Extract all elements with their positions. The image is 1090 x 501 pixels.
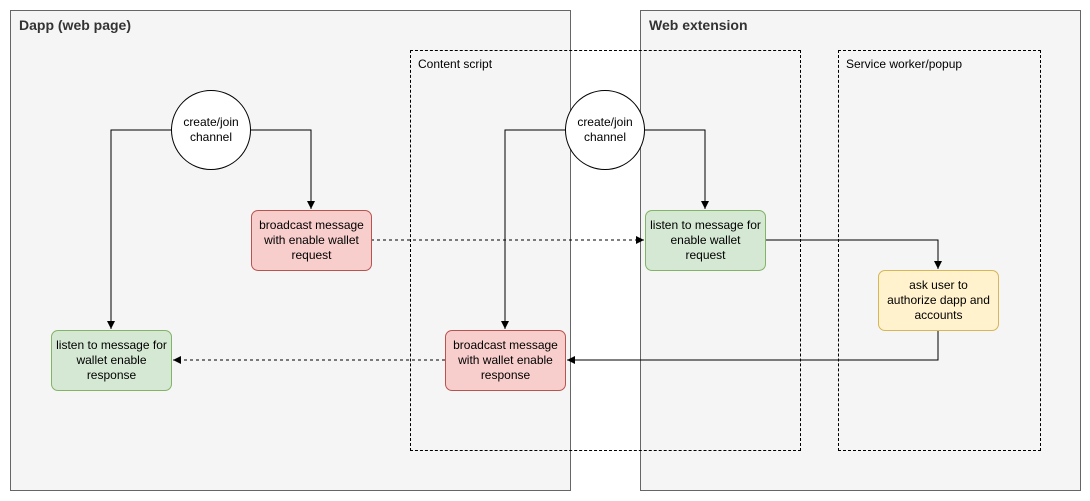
edge-dapp-channel-to-listen — [107, 129, 171, 329]
edge-cs-channel-to-listen — [645, 129, 709, 209]
content-script-listen-enable-request-node: listen to message for enable wallet requ… — [645, 210, 766, 271]
content-script-create-join-channel-node: create/join channel — [565, 90, 645, 170]
dapp-broadcast-enable-request-node: broadcast message with enable wallet req… — [251, 210, 372, 271]
web-extension-title: Web extension — [649, 17, 748, 33]
content-script-broadcast-enable-response-node: broadcast message with wallet enable res… — [445, 330, 566, 391]
content-script-title: Content script — [418, 57, 493, 71]
edge-cs-channel-to-broadcast — [501, 129, 565, 329]
service-worker-ask-user-node: ask user to authorize dapp and accounts — [878, 270, 999, 331]
service-worker-container — [838, 50, 1041, 451]
dapp-title: Dapp (web page) — [19, 17, 132, 33]
edge-dapp-channel-to-broadcast — [251, 129, 315, 209]
service-worker-title: Service worker/popup — [846, 57, 963, 71]
dapp-create-join-channel-node: create/join channel — [171, 90, 251, 170]
content-script-container — [410, 50, 801, 451]
edge-cs-listen-to-ask — [765, 239, 942, 269]
edge-ask-to-cs-broadcast — [567, 330, 939, 364]
dapp-listen-enable-response-node: listen to message for wallet enable resp… — [51, 330, 172, 391]
